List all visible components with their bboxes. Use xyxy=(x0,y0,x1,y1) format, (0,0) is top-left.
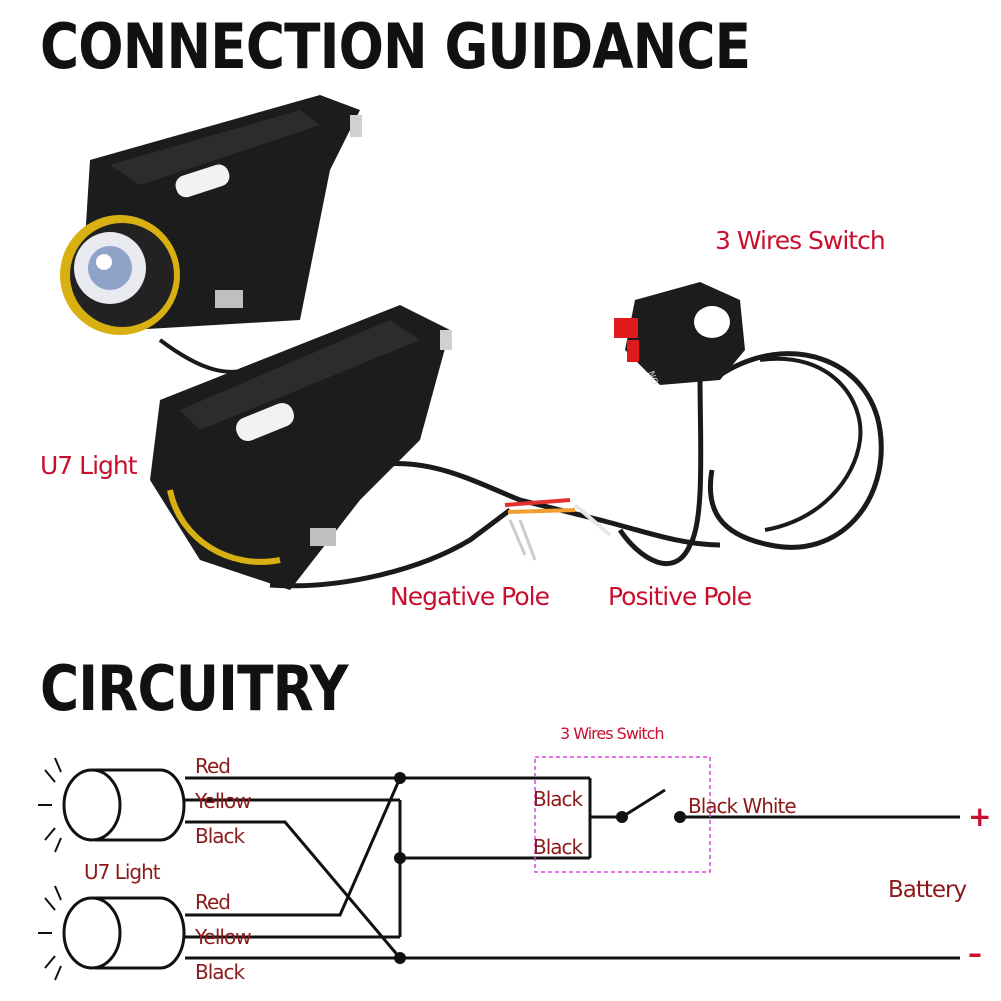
junction-dot xyxy=(394,852,406,864)
switch-output-label: Black White xyxy=(688,794,797,818)
switch-input-label-2: Black xyxy=(533,835,583,859)
light-symbol-top xyxy=(62,768,186,842)
label-u7-light: U7 Light xyxy=(40,451,138,480)
label-3-wires-switch: 3 Wires Switch xyxy=(715,226,886,255)
switch-cable-loop-3 xyxy=(759,356,863,532)
wire-top-black xyxy=(185,820,402,959)
wire-end-positive xyxy=(573,503,612,537)
switch-input-label-1: Black xyxy=(533,787,583,811)
three-wire-switch-photo: NO xyxy=(614,282,745,386)
switch-no-mark: NO xyxy=(645,370,659,386)
wire-label-top-black: Black xyxy=(195,824,245,848)
heading-circuitry: CIRCUITRY xyxy=(40,652,349,725)
label-positive-pole: Positive Pole xyxy=(608,582,752,611)
switch-cable-loop-2 xyxy=(707,351,884,550)
switch-blade xyxy=(621,788,666,819)
circuit-light-label: U7 Light xyxy=(84,860,161,884)
battery-label: Battery xyxy=(888,877,967,903)
wire-bottom-red xyxy=(185,777,402,917)
switch-box xyxy=(534,756,711,873)
wire-label-bottom-red: Red xyxy=(195,890,231,914)
circuit-switch-label: 3 Wires Switch xyxy=(560,724,665,743)
wire-label-top-red: Red xyxy=(195,754,231,778)
light-cable-1 xyxy=(349,460,721,548)
wire-end-negative-2 xyxy=(518,519,537,561)
wire-end-red xyxy=(504,498,571,507)
wire-label-bottom-black: Black xyxy=(195,960,245,984)
light-cable-2 xyxy=(269,508,512,589)
u7-light-top xyxy=(60,95,362,335)
battery-positive-sign: + xyxy=(968,800,991,833)
wire-end-negative-1 xyxy=(508,519,527,556)
junction-dot xyxy=(394,772,406,784)
switch-contact-dot xyxy=(616,811,628,823)
label-negative-pole: Negative Pole xyxy=(390,582,550,611)
light-rays-top xyxy=(38,757,62,853)
switch-contact-dot xyxy=(674,811,686,823)
wire-end-yellow xyxy=(507,508,576,514)
light-rays-bottom xyxy=(38,885,62,981)
wire-label-top-yellow: Yellow xyxy=(195,789,252,813)
junction-dot xyxy=(394,952,406,964)
heading-connection-guidance: CONNECTION GUIDANCE xyxy=(40,10,751,83)
wire-label-bottom-yellow: Yellow xyxy=(195,925,252,949)
battery-negative-sign: – xyxy=(968,937,982,970)
light-symbol-bottom xyxy=(62,896,186,970)
u7-light-bottom xyxy=(150,305,452,590)
